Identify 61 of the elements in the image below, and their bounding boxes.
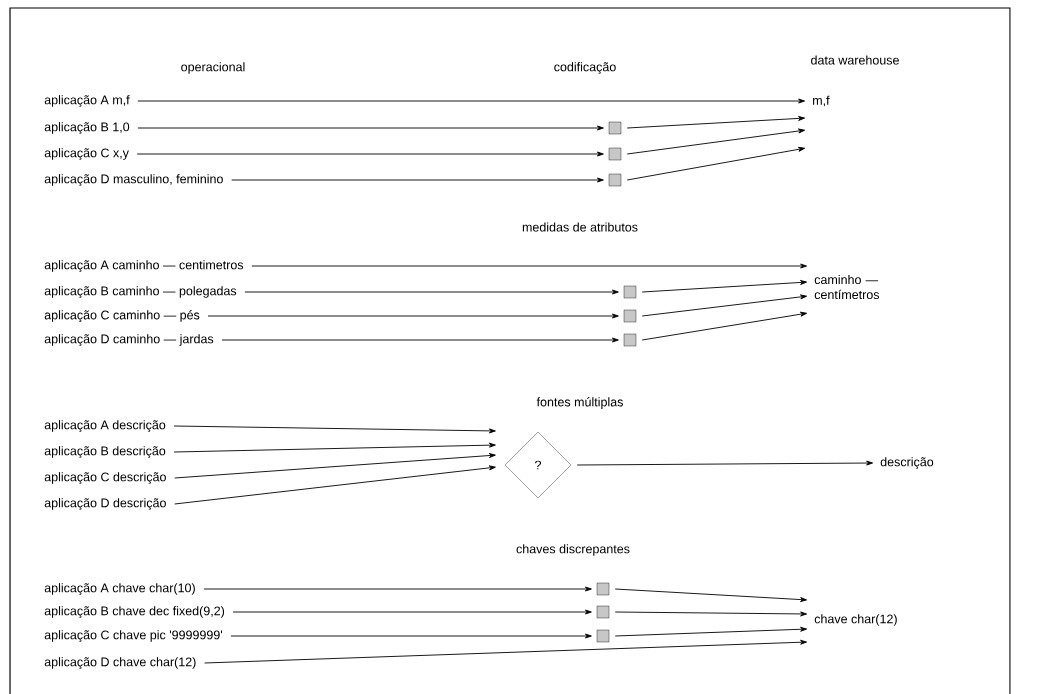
conversion-box (608, 147, 622, 161)
conversion-box (623, 285, 637, 299)
arrow (174, 465, 496, 505)
source-text: aplicação D chave char(12) (44, 657, 196, 669)
source-text: aplicação A chave char(10) (44, 583, 195, 595)
conversion-box (623, 309, 637, 323)
arrow (244, 289, 619, 295)
section-heading: fontes múltiplas (536, 397, 623, 409)
conversion-box (596, 605, 610, 619)
source-text: aplicação D caminho — jardas (44, 334, 214, 346)
arrow (641, 311, 808, 341)
section-heading: data warehouse (811, 55, 899, 65)
arrow (614, 588, 808, 603)
target-text: caminho — centímetros (814, 274, 880, 300)
arrow (626, 115, 806, 129)
source-text: aplicação C x,y (44, 148, 129, 160)
conversion-box (623, 333, 637, 347)
source-text: aplicação D descrição (44, 498, 166, 510)
section-heading: chaves discrepantes (516, 544, 630, 556)
arrow (231, 177, 604, 183)
source-text: aplicação B 1,0 (44, 122, 130, 134)
arrow (614, 611, 808, 617)
arrow (204, 639, 808, 664)
arrow (641, 280, 808, 293)
arrow (232, 609, 592, 615)
arrow (626, 146, 806, 181)
arrow (221, 337, 619, 343)
source-text: aplicação A descrição (44, 420, 166, 432)
source-text: aplicação B caminho — polegadas (44, 286, 237, 298)
arrow (576, 460, 874, 466)
section-heading: medidas de atributos (522, 222, 638, 232)
arrow (626, 128, 806, 155)
arrow (230, 633, 592, 639)
arrow (136, 151, 604, 157)
arrow (251, 263, 808, 269)
source-text: aplicação A caminho — centimetros (44, 260, 244, 272)
conversion-box (596, 582, 610, 596)
source-text: aplicação A m,f (44, 95, 130, 107)
target-text: descrição (880, 457, 934, 469)
conversion-box (608, 173, 622, 187)
source-text: aplicação C caminho — pés (44, 310, 200, 322)
conversion-box (608, 121, 622, 135)
source-text: aplicação B descrição (44, 446, 166, 458)
target-text: chave char(12) (814, 614, 897, 626)
source-text: aplicação B chave dec fixed(9,2) (44, 606, 225, 618)
source-text: aplicação C descrição (44, 472, 166, 484)
target-text: m,f (813, 95, 830, 107)
arrow (641, 294, 808, 317)
section-heading: codificação (554, 62, 616, 74)
source-text: aplicação D masculino, feminino (44, 174, 223, 186)
arrow (207, 313, 619, 319)
arrow (173, 442, 496, 453)
arrow (614, 626, 808, 637)
arrow (174, 453, 496, 479)
arrow (137, 125, 604, 131)
conversion-box (596, 629, 610, 643)
arrow (173, 425, 496, 434)
arrow (203, 586, 592, 592)
section-heading: operacional (181, 62, 245, 74)
source-text: aplicação C chave pic '9999999' (44, 630, 223, 642)
arrow (137, 98, 806, 104)
